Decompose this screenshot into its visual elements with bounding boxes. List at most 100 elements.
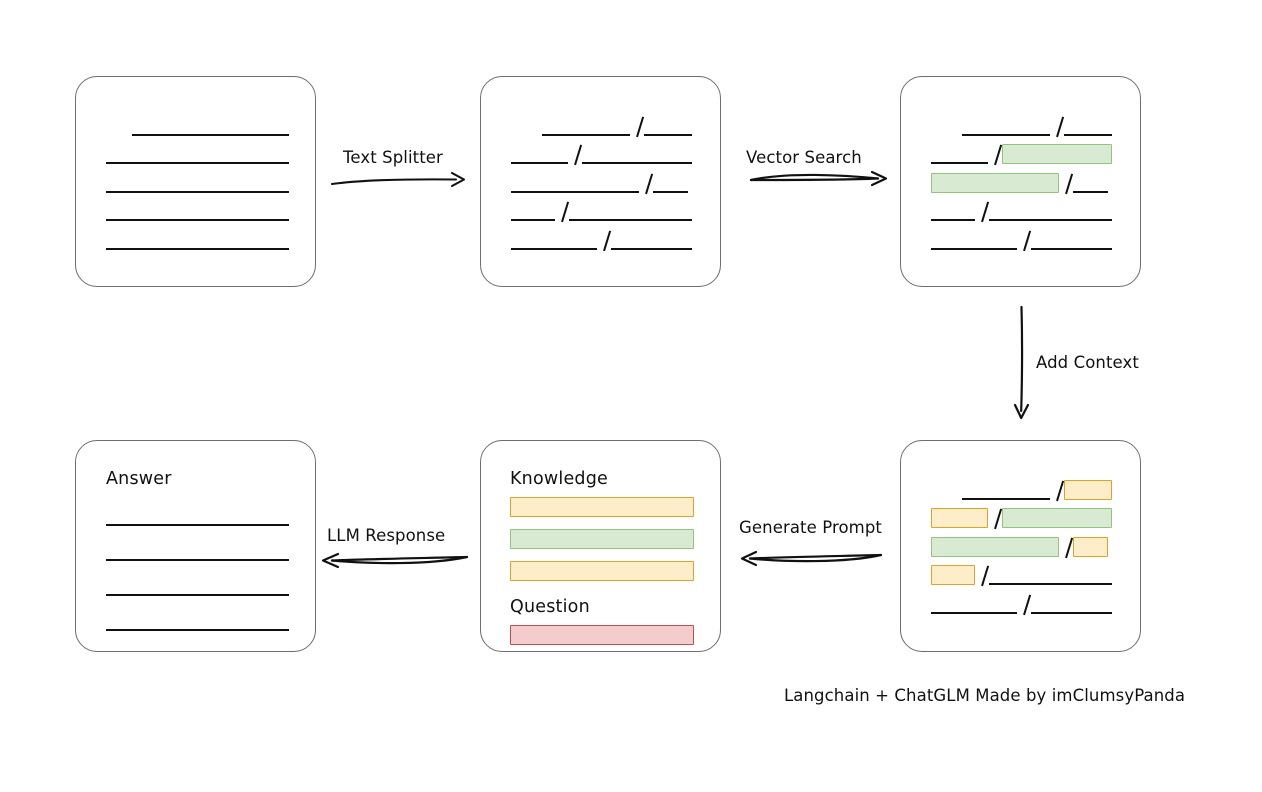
highlight-chip-yellow xyxy=(1063,479,1112,500)
text-underline xyxy=(131,133,289,136)
document-line-content xyxy=(511,173,694,193)
text-underline xyxy=(511,219,555,222)
answer-label: Answer xyxy=(106,469,172,489)
document-line xyxy=(931,532,1114,561)
highlight-chip-yellow xyxy=(931,508,988,529)
segment-separator-slash xyxy=(975,565,989,585)
arrow-label-vector-search: Vector Search xyxy=(746,148,862,167)
text-underline xyxy=(1031,247,1112,250)
arrow-text-splitter xyxy=(330,171,466,188)
segment-separator-slash xyxy=(568,144,582,164)
prompt-body: Knowledge Question xyxy=(510,467,694,651)
document-line-content xyxy=(511,144,694,165)
answer-line xyxy=(106,559,289,561)
document-line-content xyxy=(106,133,289,136)
text-underline xyxy=(1031,611,1112,614)
document-line xyxy=(931,475,1114,504)
document-line xyxy=(931,561,1114,590)
document-line-content xyxy=(106,162,289,165)
document-line xyxy=(511,168,694,197)
document-line xyxy=(106,111,289,140)
prompt-bar-slot xyxy=(510,619,694,651)
document-line xyxy=(931,168,1114,197)
answer-line xyxy=(106,629,289,631)
document-line-content xyxy=(931,230,1114,250)
card-source-document[interactable] xyxy=(75,76,316,287)
segment-separator-slash xyxy=(988,144,1002,164)
document-line-content xyxy=(931,201,1114,222)
matched-document-lines xyxy=(931,111,1114,254)
card-answer[interactable]: Answer xyxy=(75,440,316,652)
question-label: Question xyxy=(510,597,590,617)
document-line-content xyxy=(106,247,289,250)
answer-line xyxy=(106,594,289,596)
document-line-content xyxy=(931,594,1114,614)
prompt-bar-yellow xyxy=(510,497,694,517)
indent-gap xyxy=(931,135,962,136)
segment-separator-slash xyxy=(988,508,1002,528)
document-line xyxy=(931,225,1114,254)
document-line xyxy=(931,504,1114,533)
text-underline xyxy=(1073,190,1108,193)
text-underline xyxy=(653,190,688,193)
text-underline xyxy=(511,162,568,165)
prompt-bar-green xyxy=(510,529,694,549)
prompt-bar-red xyxy=(510,625,694,645)
highlight-chip-green xyxy=(931,172,1060,193)
arrow-label-text-splitter: Text Splitter xyxy=(343,148,443,167)
question-bars xyxy=(510,619,694,651)
text-underline xyxy=(931,247,1017,250)
document-line-content xyxy=(511,230,694,250)
document-line-content xyxy=(106,219,289,222)
answer-line-slot xyxy=(106,491,289,526)
prompt-bar-slot xyxy=(510,491,694,523)
document-line-content xyxy=(931,144,1114,165)
document-line xyxy=(511,140,694,169)
answer-body: Answer xyxy=(106,467,289,631)
indent-gap xyxy=(511,135,542,136)
footer-credit: Langchain + ChatGLM Made by imClumsyPand… xyxy=(784,686,1186,705)
knowledge-label: Knowledge xyxy=(510,469,608,489)
text-underline xyxy=(988,219,1112,222)
card-split-document[interactable] xyxy=(480,76,721,287)
text-underline xyxy=(1063,133,1112,136)
arrow-label-add-context: Add Context xyxy=(1036,353,1139,372)
segment-separator-slash xyxy=(1059,173,1073,193)
answer-line-slot xyxy=(106,561,289,596)
segment-separator-slash xyxy=(630,116,644,136)
document-line xyxy=(106,197,289,226)
highlight-chip-yellow xyxy=(1073,536,1108,557)
answer-line xyxy=(106,524,289,526)
document-line xyxy=(106,225,289,254)
segment-separator-slash xyxy=(555,201,569,221)
highlight-chip-yellow xyxy=(931,565,975,586)
text-underline xyxy=(511,190,640,193)
card-context-document[interactable] xyxy=(900,440,1141,652)
document-line xyxy=(106,140,289,169)
card-prompt[interactable]: Knowledge Question xyxy=(480,440,721,652)
arrow-llm-response xyxy=(321,552,469,569)
arrow-add-context xyxy=(1013,305,1030,420)
knowledge-bars xyxy=(510,491,694,587)
document-line-content xyxy=(511,201,694,222)
segment-separator-slash xyxy=(1050,480,1064,500)
text-underline xyxy=(106,162,289,165)
card-matched-document[interactable] xyxy=(900,76,1141,287)
segment-separator-slash xyxy=(1059,537,1073,557)
indent-gap xyxy=(931,499,962,500)
document-line xyxy=(511,225,694,254)
source-document-lines xyxy=(106,111,289,254)
prompt-bar-slot xyxy=(510,555,694,587)
arrow-label-llm-response: LLM Response xyxy=(327,526,446,545)
document-line-content xyxy=(931,479,1114,500)
text-underline xyxy=(106,190,289,193)
arrow-label-generate-prompt: Generate Prompt xyxy=(739,518,882,537)
arrow-vector-search xyxy=(749,170,888,187)
segment-separator-slash xyxy=(975,201,989,221)
segment-separator-slash xyxy=(639,173,653,193)
document-line xyxy=(931,589,1114,618)
highlight-chip-green xyxy=(1001,144,1112,165)
text-underline xyxy=(611,247,692,250)
split-document-lines xyxy=(511,111,694,254)
document-line-content xyxy=(931,565,1114,586)
